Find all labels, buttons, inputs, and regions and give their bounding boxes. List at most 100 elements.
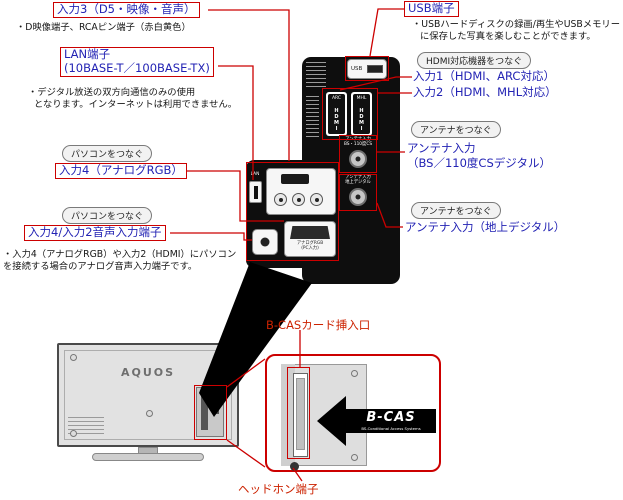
label-antenna-terrestrial: アンテナ入力（地上デジタル） xyxy=(405,220,566,234)
bcas-panel-edge xyxy=(281,364,295,466)
rca-video-jack xyxy=(274,193,287,206)
tv-side-panel-highlight-box xyxy=(194,385,227,440)
bcas-card xyxy=(296,378,305,450)
label-usb: USB端子 xyxy=(404,1,459,17)
antenna-bs-port-label-2: BS・110度CS xyxy=(343,141,373,147)
line-headphone xyxy=(292,467,303,482)
usb-highlight-box xyxy=(345,56,389,81)
hdmi-highlight-box xyxy=(322,88,378,140)
note-usb-line2: に保存した写真を楽しむことができます。 xyxy=(420,30,596,42)
d-terminal-port xyxy=(281,174,309,184)
usb-port-label: USB xyxy=(351,66,363,72)
panel-fine-print xyxy=(306,62,326,88)
label-lan-line1: LAN端子 xyxy=(64,47,111,61)
antenna-terrestrial-highlight-box xyxy=(339,174,377,211)
antenna-terrestrial-port-label-1: アンテナ入力 xyxy=(345,175,371,180)
antenna-terrestrial-port-label: アンテナ入力 地上デジタル xyxy=(340,175,376,186)
tag-pc-connect-2: パソコンをつなぐ xyxy=(62,207,153,224)
tv-connector-strip-1 xyxy=(201,392,208,430)
bcas-direction-arrow xyxy=(317,396,436,446)
antenna-bs-highlight-box xyxy=(339,135,377,173)
av-input3-module xyxy=(266,168,336,215)
note-usb-line1: ・USBハードディスクの録画/再生やUSBメモリー xyxy=(412,19,620,30)
label-input4-audio: 入力4/入力2音声入力端子 xyxy=(24,225,166,241)
line-lan xyxy=(218,65,254,180)
hdmi-port-2: MHL HDMI xyxy=(351,92,372,136)
antenna-terrestrial-connector-pin xyxy=(355,194,361,200)
note-input4-audio-line1: ・入力4（アナログRGB）や入力2（HDMI）にパソコン xyxy=(3,249,237,260)
headphone-jack xyxy=(290,462,299,471)
line-input1-hdmi xyxy=(339,76,412,91)
rca-audio-right-pin xyxy=(314,197,319,202)
tv-rear-inner-frame xyxy=(64,350,232,440)
note-lan-line2: となります。インターネットは利用できません。 xyxy=(34,98,238,110)
bcas-arrow-label: B-CAS xyxy=(366,410,416,425)
tv-vent-slots xyxy=(68,417,104,437)
vga-module: アナログRGB (PC入力) xyxy=(284,221,336,257)
hdmi2-logo: HDMI xyxy=(358,108,365,132)
tv-screw-top-left xyxy=(70,354,77,361)
vga-port xyxy=(290,226,330,239)
panel-signal-list-print xyxy=(306,96,319,138)
label-input3: 入力3（D5・映像・音声） xyxy=(53,2,200,18)
label-input1-hdmi: 入力1（HDMI、ARC対応） xyxy=(413,69,555,83)
antenna-terrestrial-connector xyxy=(349,188,367,206)
hdmi-port-1-slot: ARC HDMI xyxy=(328,94,345,134)
vga-port-label: アナログRGB (PC入力) xyxy=(285,241,335,251)
lan-port xyxy=(249,181,262,203)
hdmi2-type-label: MHL xyxy=(356,96,367,101)
tag-antenna-connect-2: アンテナをつなぐ xyxy=(411,202,501,219)
usb-module: USB xyxy=(347,59,387,79)
zoom-wedge xyxy=(199,262,312,417)
left-module-highlight-box xyxy=(246,162,339,261)
tag-pc-connect-1: パソコンをつなぐ xyxy=(62,145,153,162)
line-antenna-terrestrial xyxy=(376,202,403,228)
line-zoom-top xyxy=(226,358,266,388)
line-input3 xyxy=(208,9,290,161)
label-input2-hdmi: 入力2（HDMI、MHL対応） xyxy=(413,85,557,99)
hdmi1-logo: HDMI xyxy=(333,108,340,132)
label-lan: LAN端子 (10BASE-T／100BASE-TX) xyxy=(60,47,214,77)
line-input4-audio xyxy=(170,232,252,241)
rca-video-pin xyxy=(278,197,283,202)
bcas-slot-highlight-box xyxy=(287,367,310,459)
tv-screw-center xyxy=(146,410,153,417)
tag-hdmi-connect: HDMI対応機器をつなぐ xyxy=(417,52,532,69)
hdmi-port-2-slot: MHL HDMI xyxy=(353,94,370,134)
note-input4-audio-line2: を接続する場合のアナログ音声入力端子です。 xyxy=(3,260,198,272)
note-lan: ・デジタル放送の双方向通信のみの使用 となります。インターネットは利用できません… xyxy=(28,87,237,110)
rca-audio-left-jack xyxy=(292,193,305,206)
note-lan-line1: ・デジタル放送の双方向通信のみの使用 xyxy=(28,87,196,98)
tv-brand-logo: AQUOS xyxy=(120,366,176,379)
antenna-bs-connector-pin xyxy=(355,156,361,162)
line-input4-rgb xyxy=(180,170,284,222)
label-bcas-slot: B-CASカード挿入口 xyxy=(266,318,371,332)
audio-input-jack-module xyxy=(252,229,278,255)
bcas-arrow-sublabel: BS-Conditional Access Systems xyxy=(361,426,421,431)
antenna-terrestrial-port-label-2: 地上デジタル xyxy=(345,179,371,185)
tag-antenna-connect-1: アンテナをつなぐ xyxy=(411,121,501,138)
label-headphone: ヘッドホン端子 xyxy=(238,482,319,496)
rca-audio-right-jack xyxy=(310,193,323,206)
bcas-screw-top xyxy=(351,370,358,377)
rca-audio-left-pin xyxy=(296,197,301,202)
vga-port-label-1: アナログRGB xyxy=(296,241,324,246)
hdmi1-type-label: ARC xyxy=(331,96,342,101)
lan-port-label: LAN xyxy=(250,172,260,177)
tv-screw-bottom-left xyxy=(70,430,77,437)
note-usb: ・USBハードディスクの録画/再生やUSBメモリー に保存した写真を楽しむことが… xyxy=(412,19,620,42)
hdmi-port-1: ARC HDMI xyxy=(326,92,347,136)
line-zoom-bottom xyxy=(226,439,266,468)
label-lan-line2: (10BASE-T／100BASE-TX) xyxy=(64,60,210,75)
bcas-screw-bottom xyxy=(351,454,358,461)
vga-port-label-2: (PC入力) xyxy=(301,246,319,252)
line-usb xyxy=(369,8,404,57)
lan-port-slot xyxy=(254,186,258,199)
label-antenna-bs-line1: アンテナ入力 xyxy=(407,141,476,155)
audio-input-jack xyxy=(260,237,270,247)
usb-port xyxy=(367,65,383,73)
tv-stand-base xyxy=(92,453,204,461)
